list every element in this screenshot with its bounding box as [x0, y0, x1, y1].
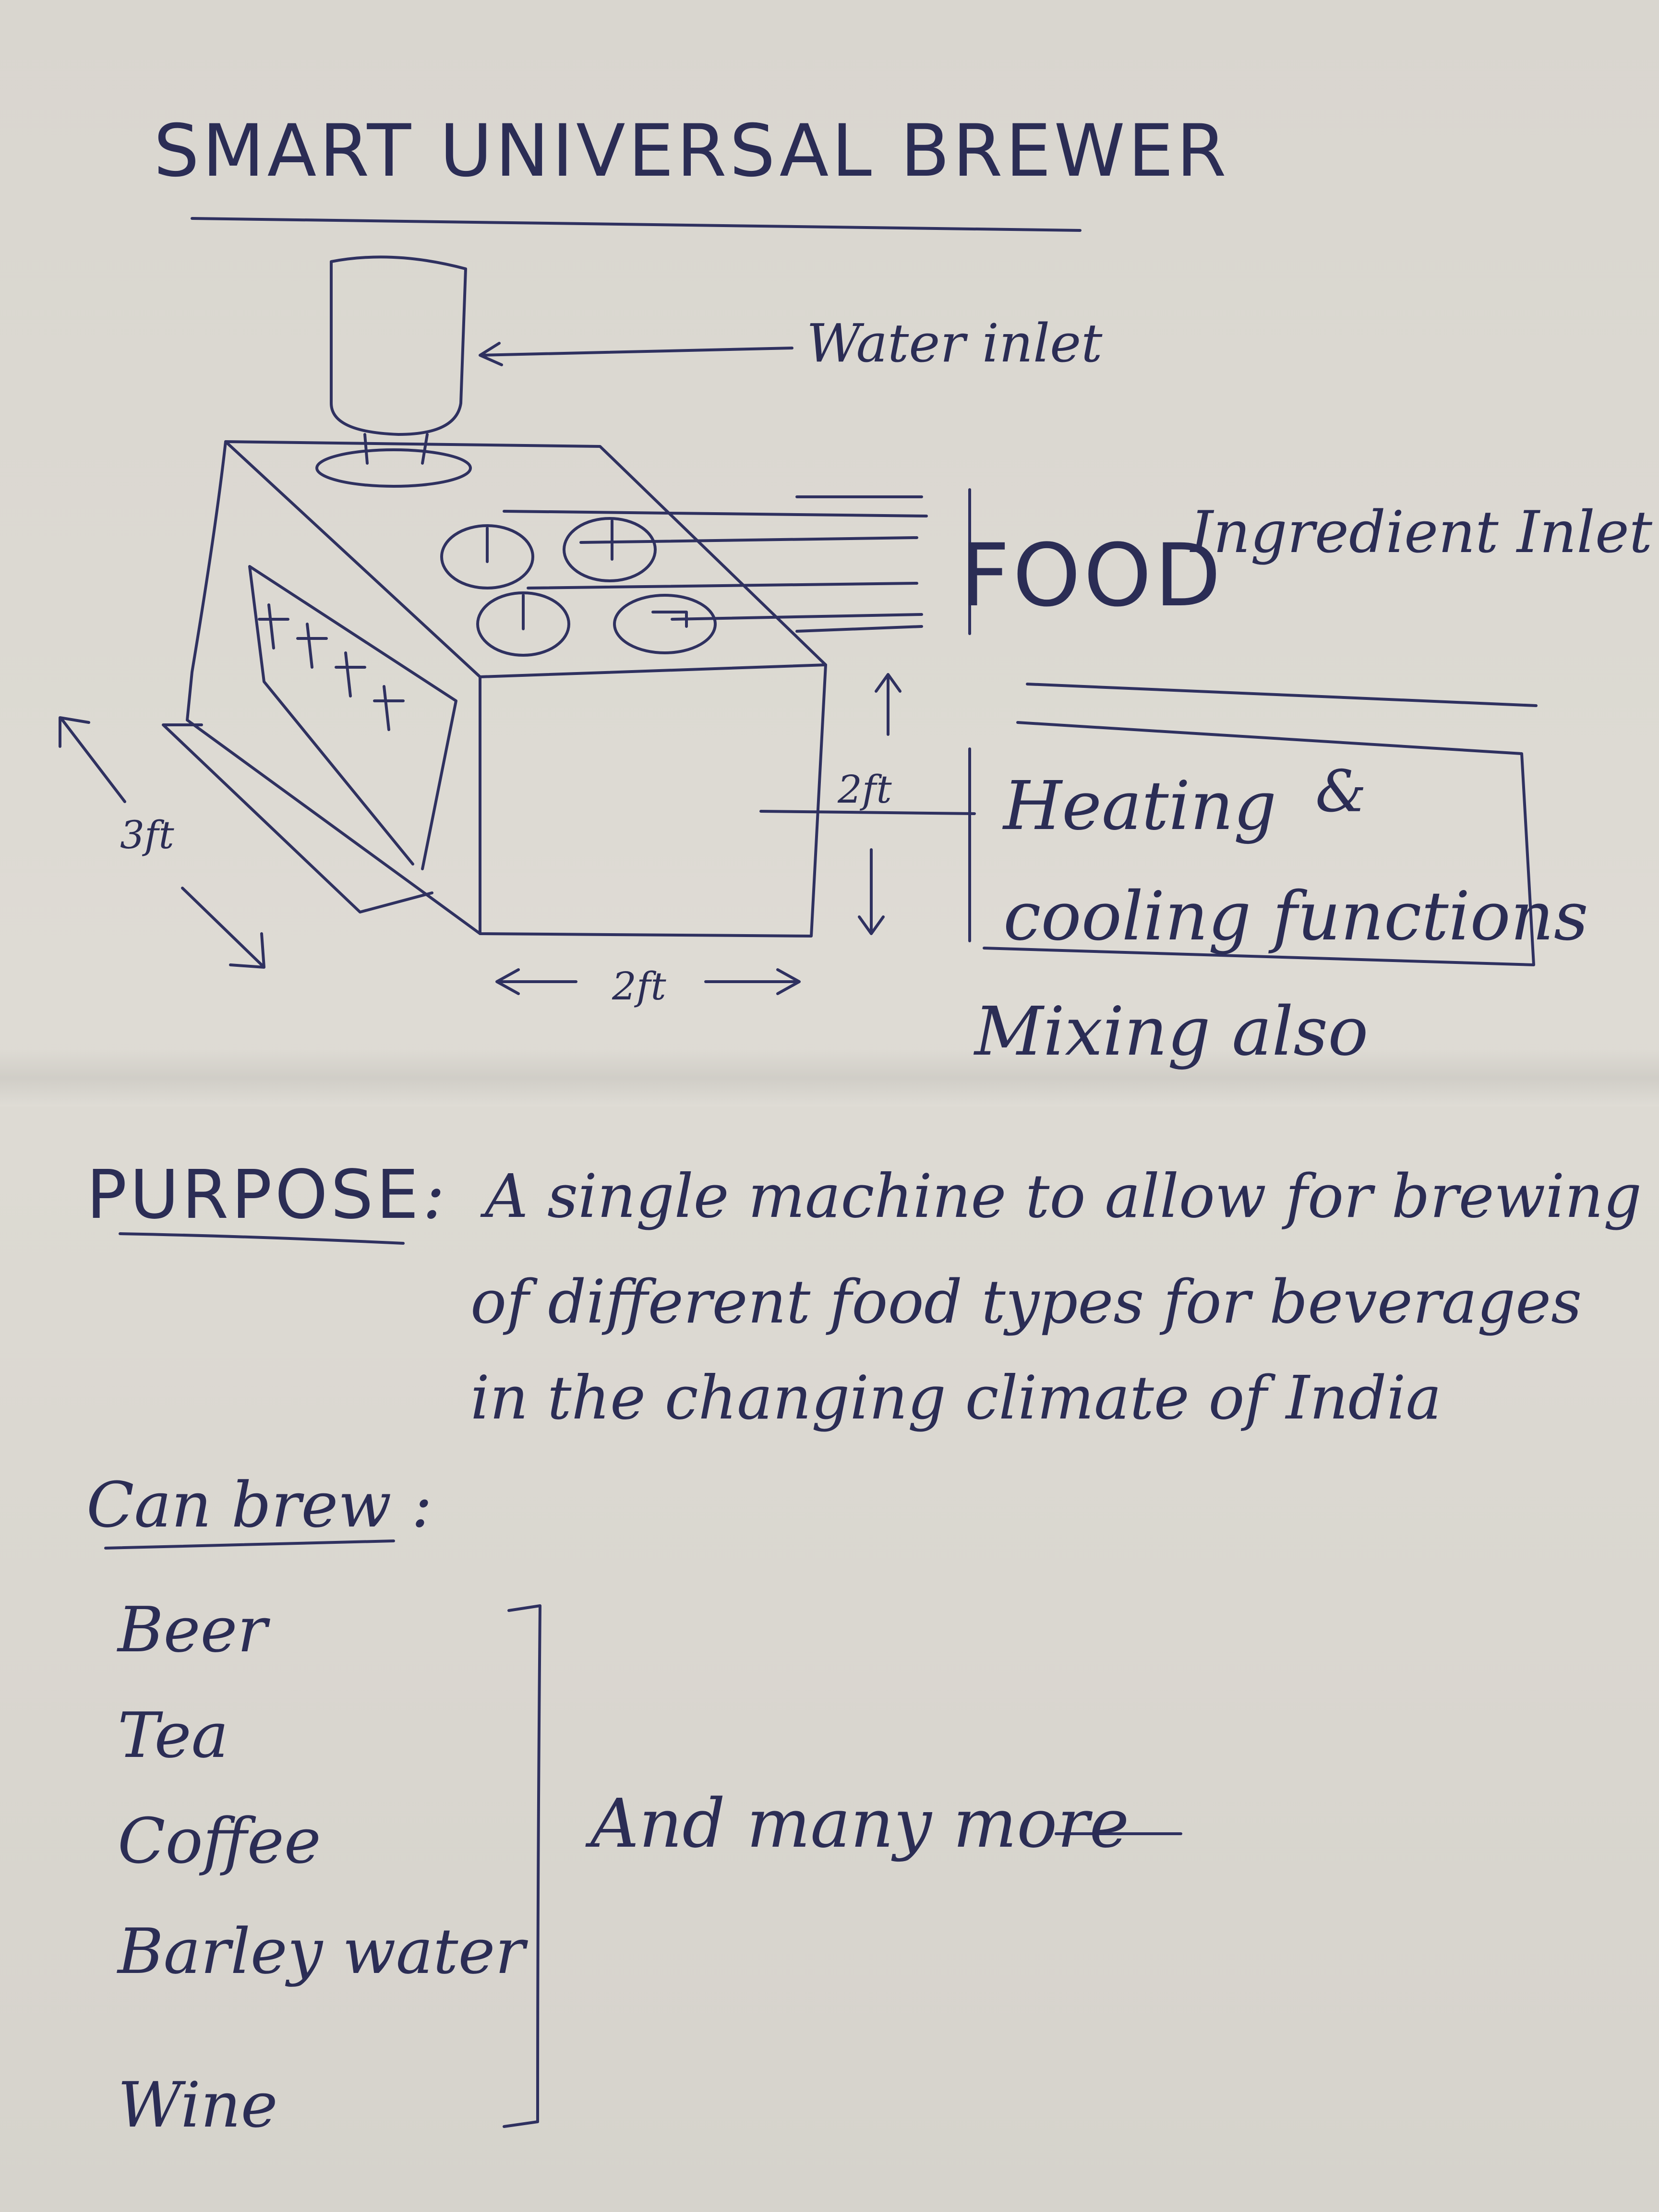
can-brew-heading: Can brew : — [86, 1468, 433, 1541]
water-inlet-arrow — [479, 342, 793, 366]
brew-item-barley-water: Barley water — [118, 1915, 525, 1988]
tap-panel — [248, 565, 457, 870]
machine-side-panel — [186, 440, 481, 935]
inlet-2 — [563, 517, 657, 582]
brew-item-coffee: Coffee — [118, 1804, 321, 1877]
can-brew-underline — [104, 1539, 395, 1550]
height-dimension-label: 2ft — [838, 767, 892, 812]
depth-dimension-label: 3ft — [120, 813, 174, 857]
purpose-line-3: in the changing climate of India — [470, 1363, 1442, 1433]
page-fold — [0, 1049, 1659, 1106]
tap-3 — [335, 651, 366, 697]
purpose-colon: : — [422, 1156, 445, 1234]
heating-leader — [759, 810, 976, 815]
machine-top-surface — [224, 440, 827, 678]
and-many-more-note: And many more — [590, 1785, 1130, 1863]
purpose-line-1: A single machine to allow for brewing — [485, 1162, 1642, 1231]
purpose-heading: PURPOSE — [86, 1156, 422, 1234]
tap-2 — [296, 623, 328, 669]
items-bracket — [503, 1604, 541, 2128]
inlet-1 — [440, 524, 534, 589]
height-arrow-down — [858, 848, 885, 935]
brew-item-beer: Beer — [118, 1593, 267, 1666]
depth-arrow-lower — [181, 887, 265, 969]
inlet-3 — [476, 591, 570, 657]
ampersand-label: & — [1315, 758, 1367, 825]
heating-label: Heating — [1003, 767, 1277, 845]
brew-item-wine: Wine — [118, 2068, 278, 2141]
title-underline — [191, 217, 1082, 232]
water-bottle — [330, 255, 467, 436]
purpose-underline — [119, 1232, 405, 1245]
inlet-4 — [613, 594, 717, 654]
width-arrow-right — [704, 968, 801, 995]
drip-tray — [162, 723, 433, 914]
tap-4 — [373, 685, 405, 731]
tap-1 — [258, 603, 289, 649]
purpose-line-2: of different food types for beverages — [470, 1267, 1582, 1337]
width-dimension-label: 2ft — [612, 964, 666, 1009]
bottle-neck — [363, 433, 429, 465]
cooling-label: cooling functions — [1003, 878, 1588, 956]
ingredient-inlet-label: Ingredient Inlet — [1190, 499, 1653, 566]
food-label: FOOD — [960, 526, 1224, 626]
mixing-label: Mixing also — [974, 993, 1369, 1071]
width-arrow-left — [495, 968, 577, 995]
machine-front-box — [479, 663, 827, 938]
water-inlet-label: Water inlet — [806, 313, 1103, 374]
inlet-4-mark — [651, 611, 688, 628]
brew-item-tea: Tea — [118, 1699, 229, 1772]
right-line-1 — [1026, 683, 1538, 707]
right-line-2 — [983, 721, 1535, 966]
depth-arrow-upper — [59, 716, 126, 803]
ingredient-leaders — [503, 495, 928, 633]
bottle-cap — [315, 448, 472, 488]
height-arrow-up — [875, 673, 902, 736]
page-title: SMART UNIVERSAL BREWER — [154, 109, 1229, 193]
